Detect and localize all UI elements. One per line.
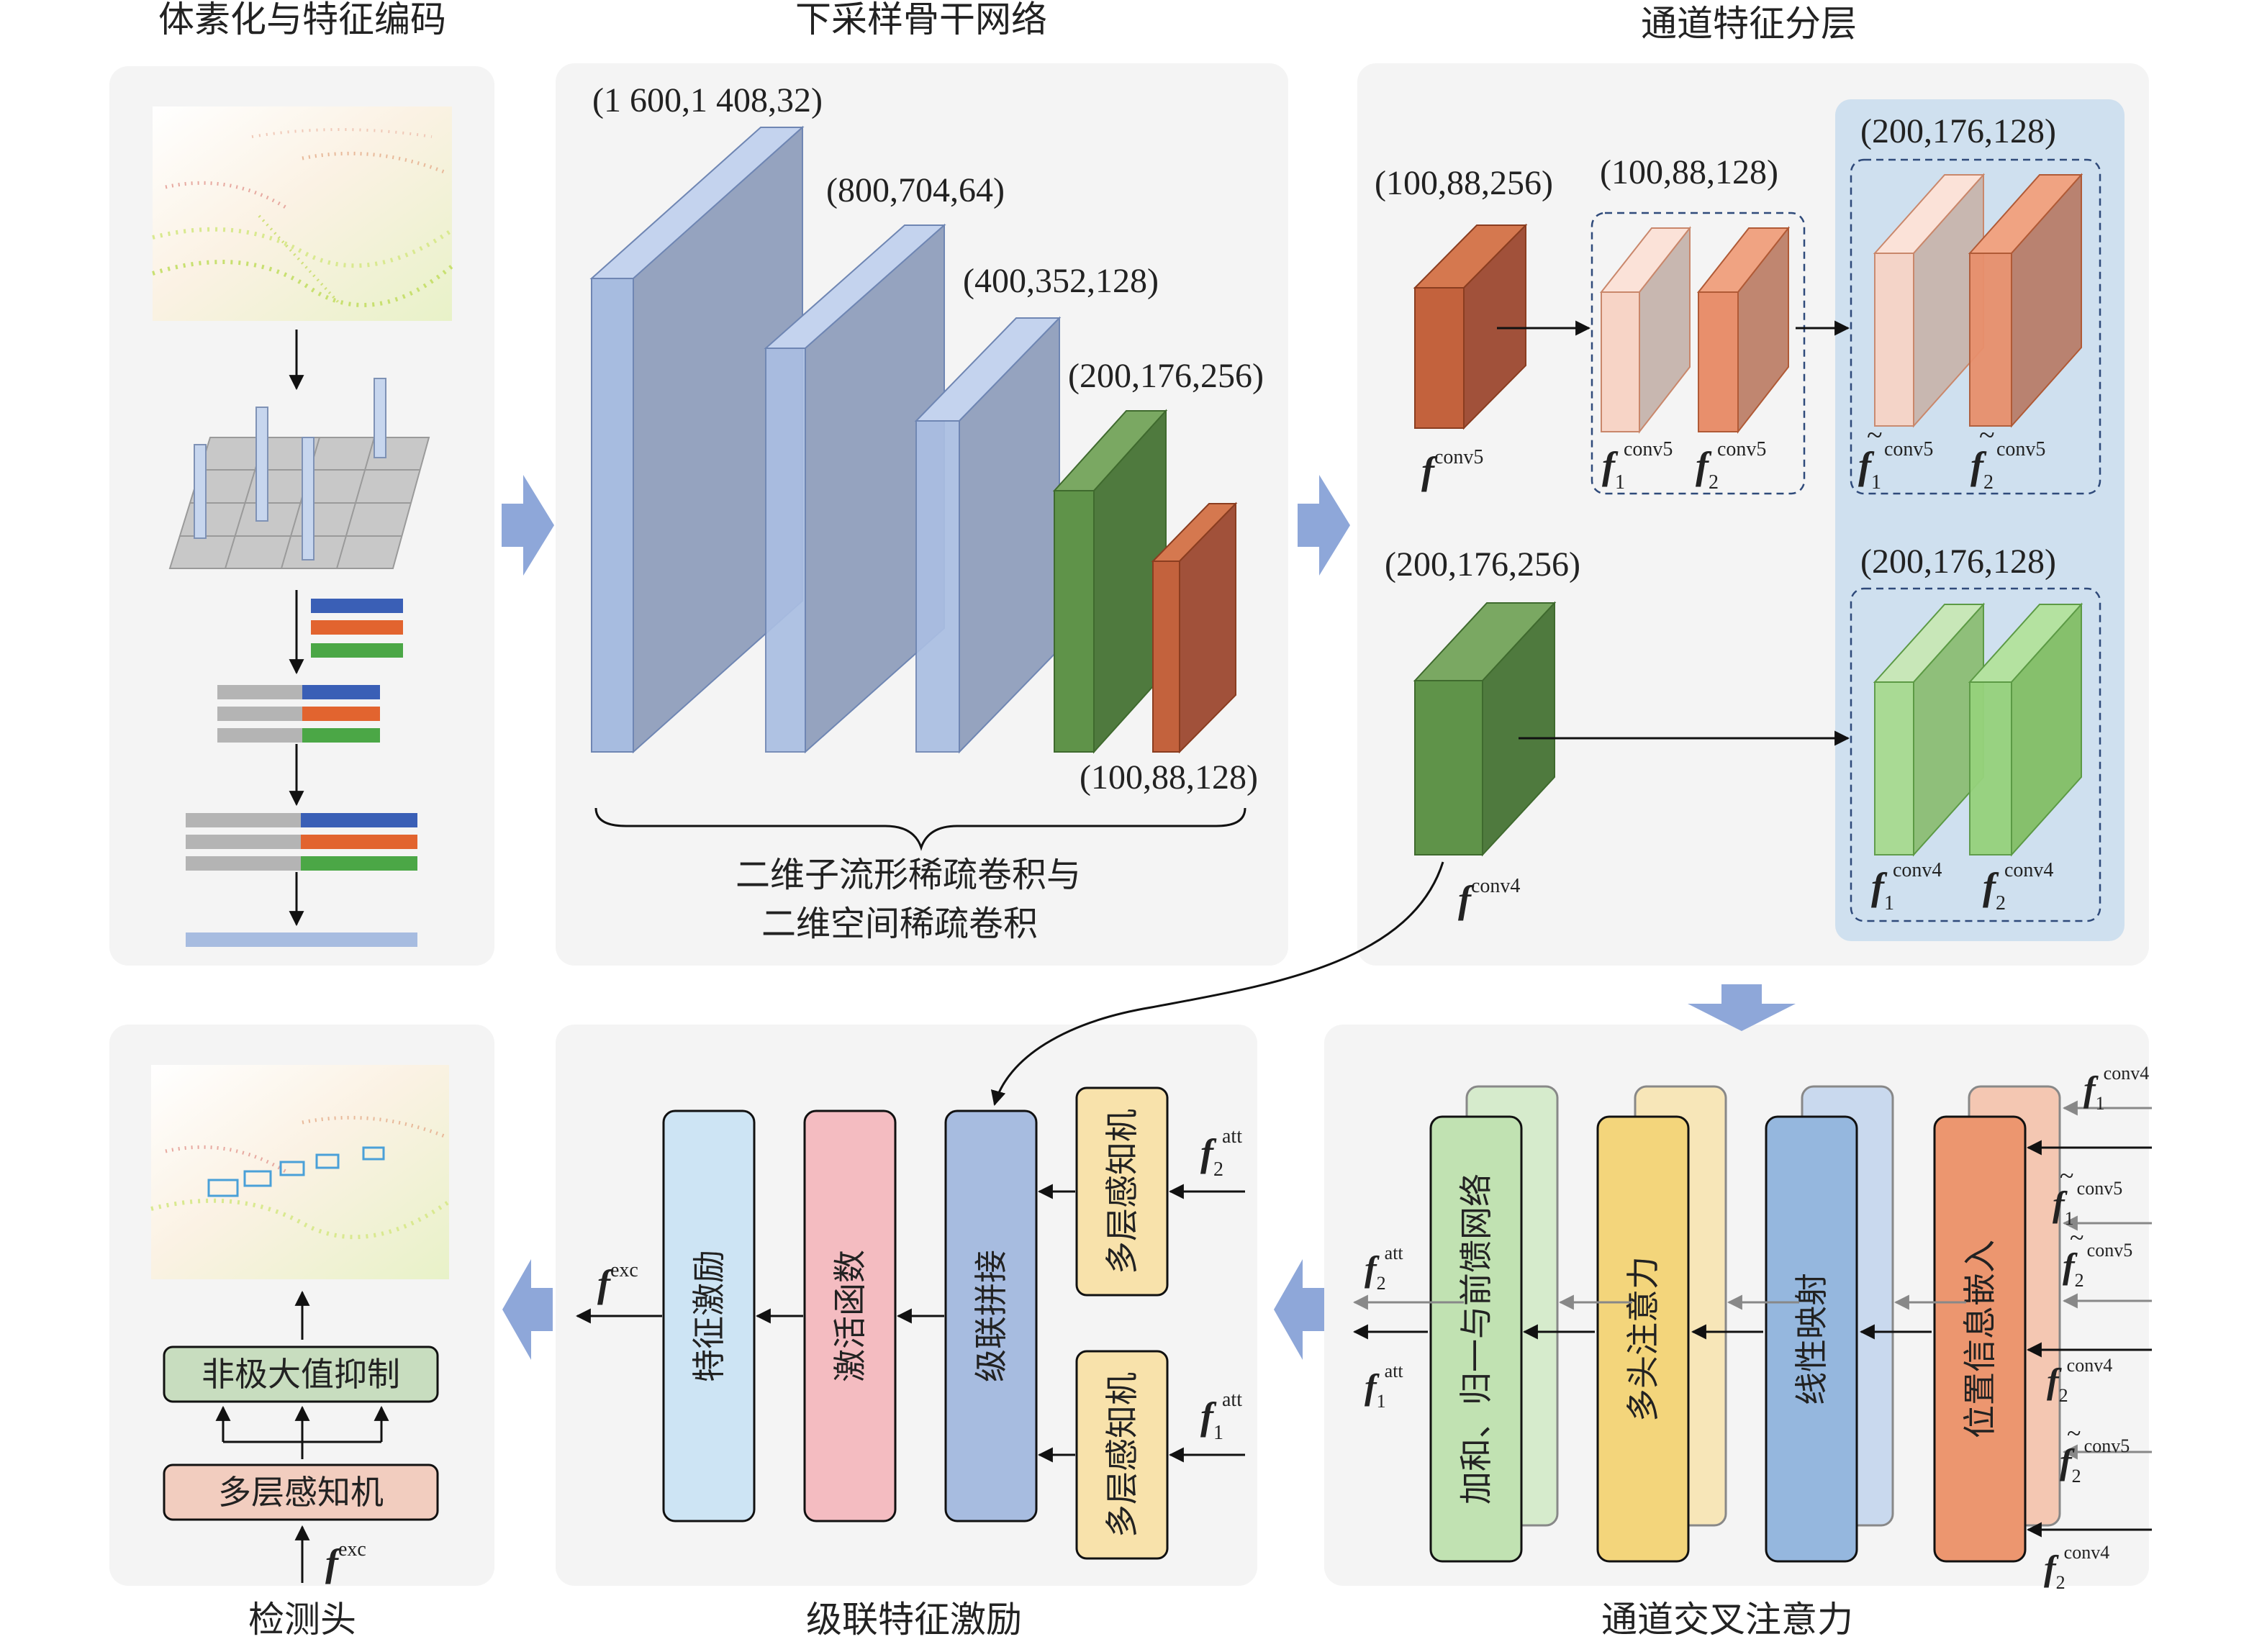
label-f1-conv5: f1conv5 (1602, 438, 1673, 494)
flow-arrow-2 (1298, 475, 1350, 576)
layering-dim-1: (100,88,256) (1375, 164, 1553, 202)
mlp-bottom-label: 多层感知机 (1103, 1372, 1141, 1538)
concat-label: 级联拼接 (972, 1250, 1010, 1382)
label-f-conv5: fconv5 (1421, 446, 1483, 492)
f2-conv4-block (1968, 602, 2083, 857)
activation-block (803, 1109, 897, 1522)
layering-dim-4: (200,176,256) (1385, 545, 1580, 584)
f1-tilde-conv5-block (1873, 173, 1986, 428)
mlp-top-label: 多层感知机 (1103, 1109, 1141, 1274)
feature-bars-2 (217, 685, 380, 743)
label-f2-conv4-input-2: f2conv4 (2044, 1542, 2109, 1593)
conv5-split-box (1590, 212, 1806, 495)
voxel-title: 体素化与特征编码 (158, 0, 446, 40)
flow-arrow-4 (1274, 1259, 1324, 1360)
tilde-mark-2: ~ (1979, 419, 1995, 451)
backbone-dim-2: (800,704,64) (826, 171, 1005, 209)
tilde-conv5-box (1850, 158, 2101, 495)
nms-box (163, 1345, 439, 1403)
f2-conv5-block (1696, 226, 1791, 434)
backbone-block-2 (764, 223, 946, 754)
label-f-exc-detect: fexc (325, 1538, 366, 1584)
linear-label: 线性映射 (1792, 1273, 1831, 1405)
label-f2-att-cross: f2att (1365, 1243, 1403, 1294)
mha-block (1596, 1115, 1690, 1563)
cross-internal-arrows (1352, 1294, 1966, 1340)
label-f1-conv4-input: f1conv4 (2083, 1063, 2149, 1114)
cross-input-arrows (2026, 1100, 2152, 1538)
backbone-dim-5: (100,88,128) (1080, 758, 1258, 796)
tilde-mark-3: ~ (2060, 1161, 2073, 1190)
backbone-block-3 (914, 316, 1062, 754)
label-f2-tilde-conv5-input-1: f2conv5 (2063, 1240, 2132, 1291)
mlp-bottom-block (1075, 1350, 1169, 1560)
backbone-caption-2: 二维空间稀疏卷积 (761, 904, 1038, 944)
nms-label: 非极大值抑制 (202, 1355, 400, 1394)
layering-dim-2: (100,88,128) (1600, 153, 1778, 191)
feature-bars-1 (311, 599, 403, 658)
mlp-to-nms-arrows (215, 1405, 389, 1459)
tilde-mark-4: ~ (2070, 1223, 2083, 1252)
encoded-feature-bar (186, 932, 417, 947)
layering-dim-5: (200,176,128) (1860, 543, 2056, 581)
addnorm-block (1429, 1115, 1523, 1563)
backbone-dim-3: (400,352,128) (963, 262, 1159, 300)
pos-embed-block (1933, 1115, 2027, 1563)
f-conv4-block (1413, 601, 1557, 857)
detect-title: 检测头 (248, 1599, 356, 1640)
backbone-caption-1: 二维子流形稀疏卷积与 (736, 855, 1081, 895)
mha-label: 多头注意力 (1624, 1256, 1662, 1422)
tilde-mark-1: ~ (1867, 419, 1883, 451)
layering-dim-3: (200,176,128) (1860, 112, 2056, 150)
label-f1-conv4: f1conv4 (1871, 859, 1942, 914)
f1-conv5-block (1599, 226, 1692, 434)
backbone-block-5 (1151, 502, 1238, 754)
label-f2-conv4-input-1: f2conv4 (2047, 1355, 2112, 1406)
detect-mlp-label: 多层感知机 (218, 1473, 384, 1512)
backbone-title: 下采样骨干网络 (795, 0, 1047, 40)
detection-result-image (150, 1065, 451, 1279)
tilde-mark-5: ~ (2067, 1419, 2081, 1448)
cross-title: 通道交叉注意力 (1601, 1599, 1853, 1640)
backbone-brace (594, 807, 1246, 851)
label-f2-tilde-conv5: f2conv5 (1970, 438, 2045, 494)
label-f1-tilde-conv5: f1conv5 (1858, 438, 1933, 494)
flow-arrow-5 (502, 1259, 553, 1360)
feature-bars-3 (186, 813, 417, 871)
label-f1-att-cascade: f1att (1200, 1389, 1242, 1444)
flow-arrow-3 (1688, 984, 1796, 1031)
activation-label: 激活函数 (831, 1250, 869, 1382)
mlp-top-block (1075, 1086, 1169, 1297)
point-cloud-image (152, 106, 453, 321)
curve-arrow-conv4-to-concat (990, 861, 1444, 1107)
feature-excitation-label: 特征激励 (689, 1250, 728, 1382)
label-f1-att-cross: f1att (1365, 1361, 1403, 1412)
pos-embed-label: 位置信息嵌入 (1960, 1240, 1999, 1438)
concat-block (944, 1109, 1038, 1522)
label-f1-tilde-conv5-input: f1conv5 (2053, 1178, 2122, 1229)
feature-excitation-block (662, 1109, 756, 1522)
flow-arrow-1 (502, 475, 554, 576)
label-f2-conv5: f2conv5 (1696, 438, 1766, 494)
f1-conv4-block (1873, 602, 1986, 857)
addnorm-label: 加和、归一与前馈网络 (1457, 1174, 1496, 1504)
layering-title: 通道特征分层 (1641, 3, 1857, 45)
backbone-dim-1: (1 600,1 408,32) (592, 81, 823, 119)
label-f2-conv4: f2conv4 (1983, 859, 2053, 914)
label-f2-tilde-conv5-input-2: f2conv5 (2060, 1435, 2130, 1487)
linear-block (1765, 1115, 1858, 1563)
f-conv5-block (1413, 223, 1528, 430)
f2-tilde-conv5-block (1968, 173, 2083, 428)
label-f-conv4: fconv4 (1458, 875, 1520, 921)
backbone-block-4 (1052, 409, 1168, 754)
detect-mlp-box (163, 1463, 439, 1521)
label-f-exc-cascade: fexc (597, 1259, 638, 1305)
backbone-dim-4: (200,176,256) (1068, 357, 1264, 395)
conv4-split-box (1850, 587, 2101, 922)
cascade-title: 级联特征激励 (806, 1599, 1022, 1640)
label-f2-att-cascade: f2att (1200, 1125, 1242, 1181)
voxel-grid (168, 378, 430, 569)
